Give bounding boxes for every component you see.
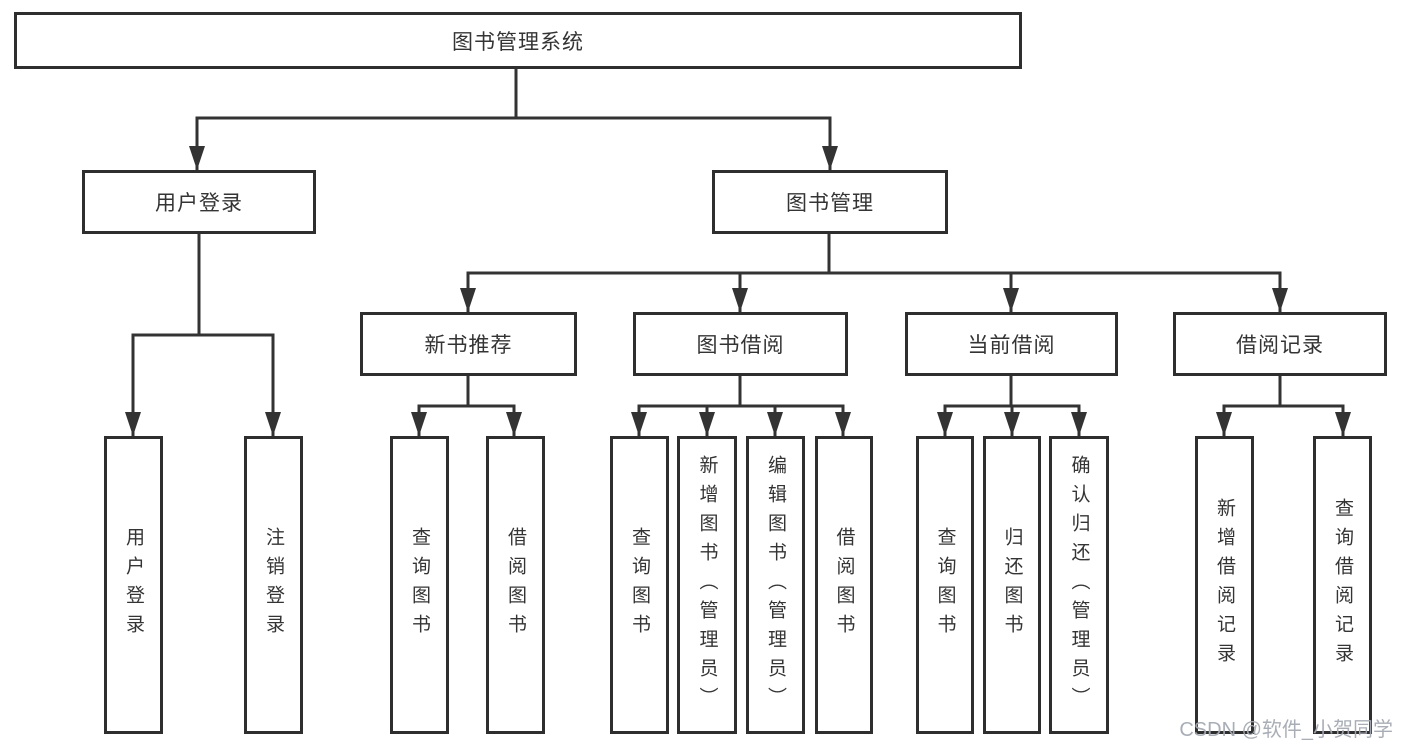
node-current-borrowing-label: 当前借阅	[967, 334, 1056, 357]
node-root-label: 图书管理系统	[452, 30, 584, 54]
leaf-recommend-query-books-label: 查询图书	[409, 527, 430, 643]
connector-records-bus	[1222, 374, 1345, 408]
connector-root-bus	[195, 66, 832, 120]
leaf-user-login: 用户登录	[104, 436, 163, 734]
leaf-add-borrow-record: 新增借阅记录	[1195, 436, 1254, 734]
node-user-login: 用户登录	[82, 170, 316, 234]
leaf-edit-books-admin-label: 编辑图书（管理员）	[765, 454, 786, 716]
leaf-recommend-borrow-books: 借阅图书	[486, 436, 545, 734]
node-current-borrowing: 当前借阅	[905, 312, 1118, 376]
leaf-add-books-admin-label: 新增图书（管理员）	[696, 454, 718, 716]
leaf-recommend-query-books: 查询图书	[390, 436, 449, 734]
connector-recommend-bus	[417, 374, 516, 408]
leaf-add-borrow-record-label: 新增借阅记录	[1214, 498, 1235, 672]
leaf-confirm-return-admin-label: 确认归还（管理员）	[1068, 454, 1090, 716]
leaf-user-login-label: 用户登录	[123, 527, 144, 643]
connector-borrowing-bus	[637, 374, 845, 408]
leaf-current-query-books-label: 查询图书	[934, 527, 956, 643]
leaf-logout: 注销登录	[244, 436, 303, 734]
connector-current-bus	[943, 374, 1081, 408]
leaf-query-borrow-record-label: 查询借阅记录	[1332, 498, 1353, 672]
leaf-borrow-books-label: 借阅图书	[833, 527, 855, 643]
node-new-book-recommend: 新书推荐	[360, 312, 577, 376]
leaf-return-books: 归还图书	[983, 436, 1041, 734]
node-book-borrowing-label: 图书借阅	[696, 334, 785, 357]
node-new-book-recommend-label: 新书推荐	[424, 334, 513, 357]
leaf-confirm-return-admin: 确认归还（管理员）	[1049, 436, 1109, 734]
leaf-logout-label: 注销登录	[263, 527, 284, 643]
node-borrowing-records-label: 借阅记录	[1236, 334, 1324, 357]
leaf-recommend-borrow-books-label: 借阅图书	[505, 527, 526, 643]
node-root: 图书管理系统	[14, 12, 1022, 69]
node-user-login-label: 用户登录	[155, 192, 243, 215]
connector-login-bus	[131, 232, 275, 337]
leaf-current-query-books: 查询图书	[916, 436, 974, 734]
leaf-borrowing-query-books-label: 查询图书	[629, 527, 650, 643]
leaf-borrowing-query-books: 查询图书	[610, 436, 669, 734]
node-book-management-label: 图书管理	[786, 192, 874, 215]
node-book-management: 图书管理	[712, 170, 948, 234]
leaf-add-books-admin: 新增图书（管理员）	[677, 436, 737, 734]
watermark-text: CSDN @软件_小贺同学	[1179, 719, 1393, 741]
leaf-return-books-label: 归还图书	[1001, 527, 1023, 643]
connector-mgmt-bus	[466, 232, 1282, 275]
node-borrowing-records: 借阅记录	[1173, 312, 1387, 376]
leaf-query-borrow-record: 查询借阅记录	[1313, 436, 1372, 734]
node-book-borrowing: 图书借阅	[633, 312, 848, 376]
leaf-borrow-books: 借阅图书	[815, 436, 873, 734]
leaf-edit-books-admin: 编辑图书（管理员）	[746, 436, 805, 734]
